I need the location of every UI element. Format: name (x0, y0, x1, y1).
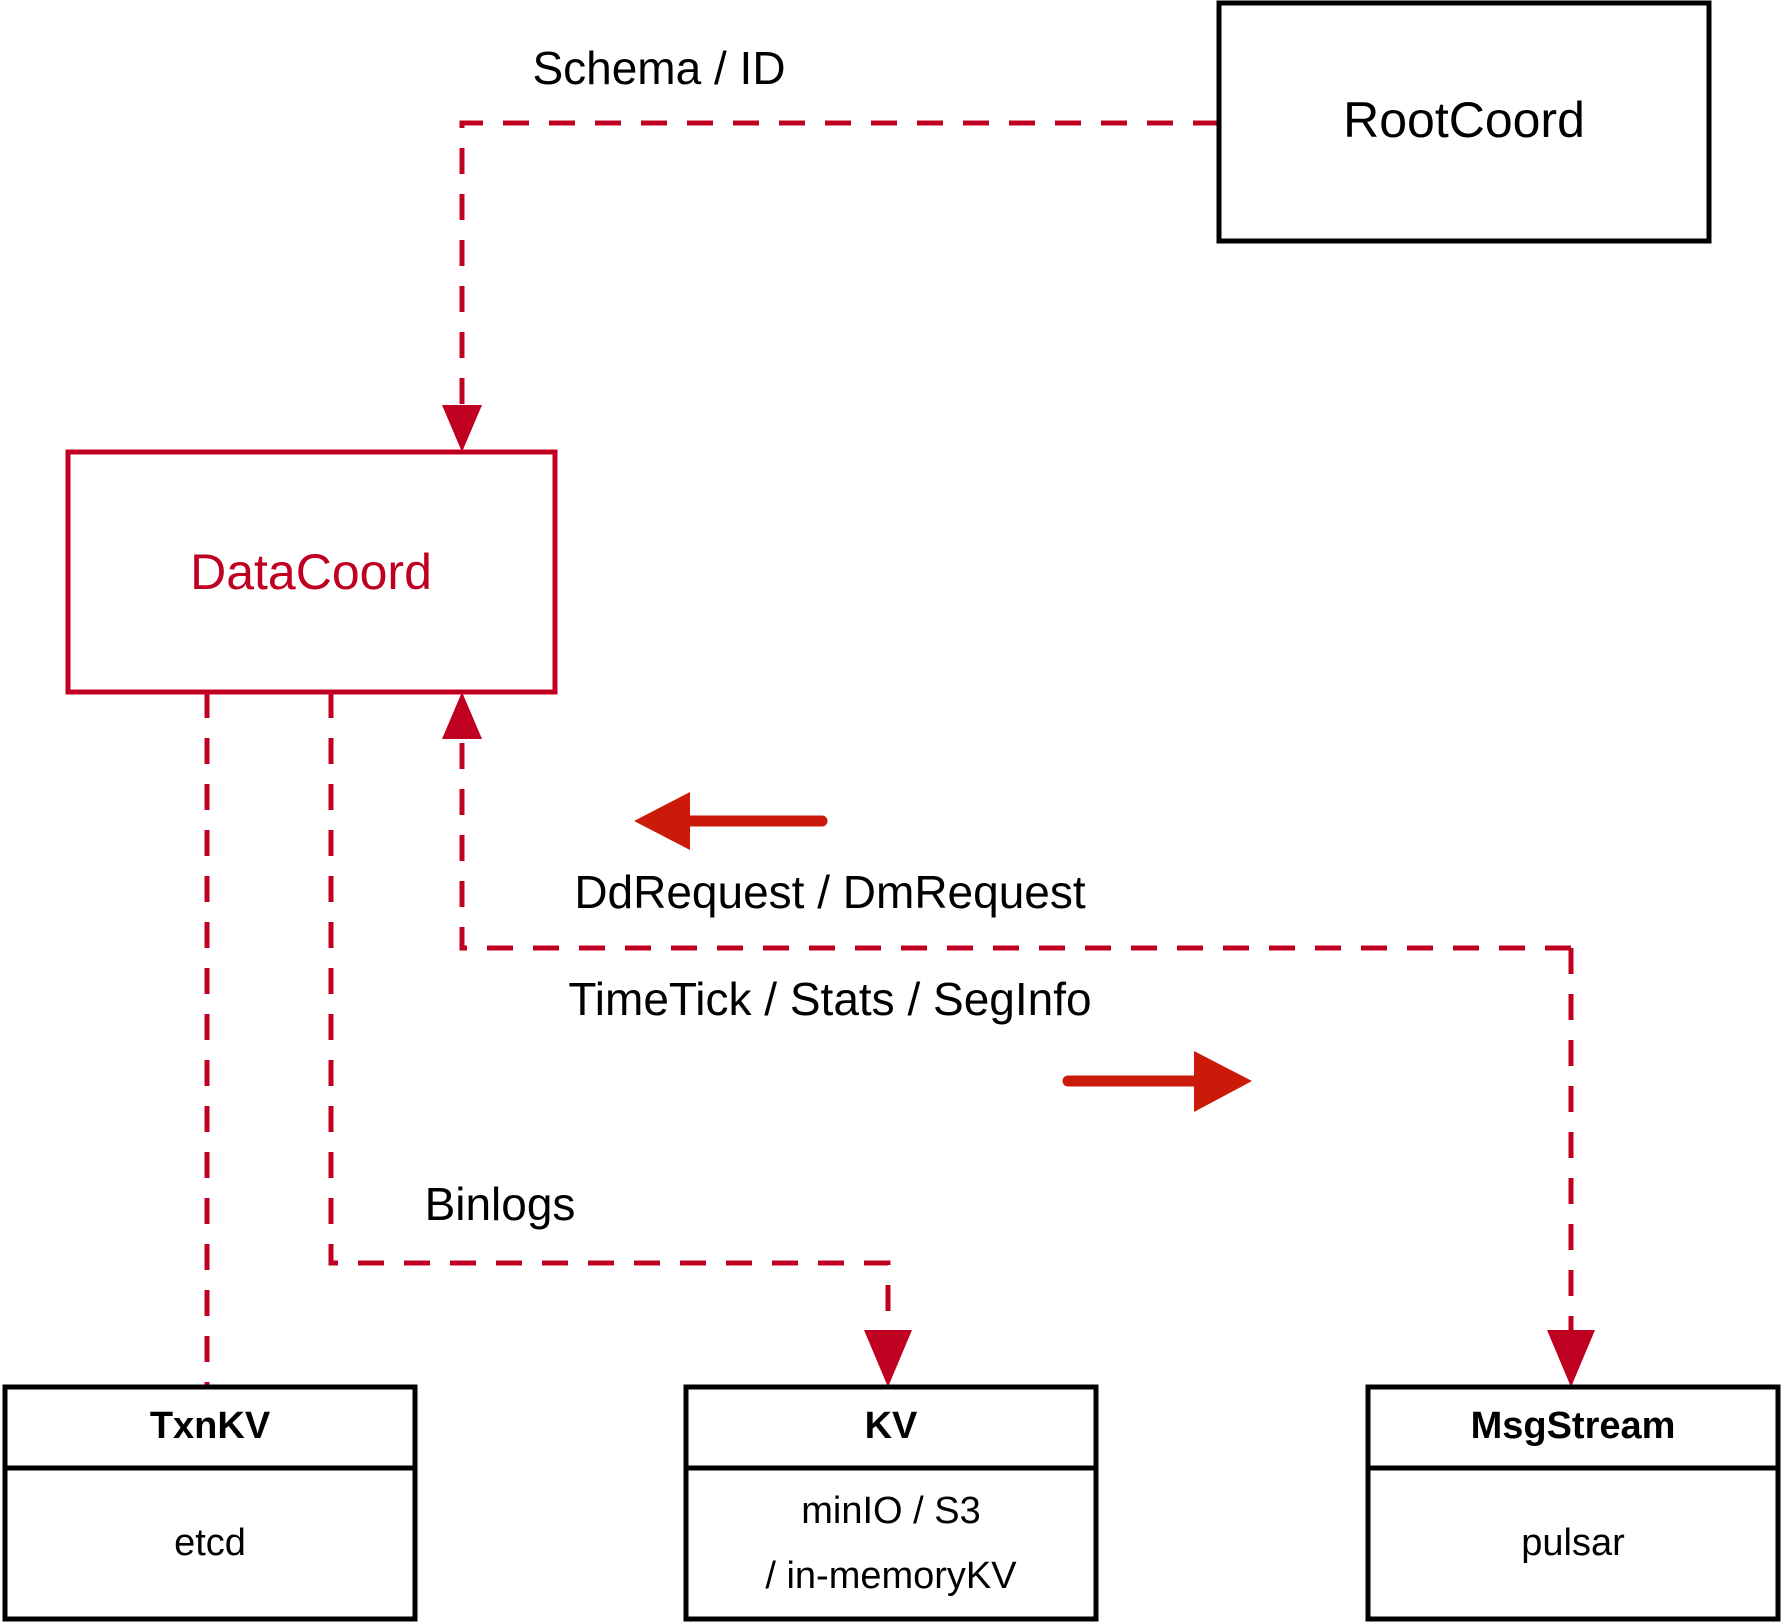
edge-msgstream-datacoord-path (459, 718, 1571, 951)
node-txnkv-title: TxnKV (150, 1405, 271, 1447)
node-kv[interactable]: KV minIO / S3 / in-memoryKV (683, 1384, 1099, 1622)
node-datacoord-label: DataCoord (190, 544, 432, 600)
node-rootcoord-label: RootCoord (1343, 92, 1585, 148)
node-kv-title: KV (865, 1405, 918, 1447)
node-txnkv-box[interactable] (2, 1384, 418, 1622)
node-msgstream[interactable]: MsgStream pulsar (1365, 1384, 1781, 1622)
node-msgstream-title: MsgStream (1471, 1405, 1676, 1447)
node-kv-box[interactable] (683, 1384, 1099, 1622)
direction-arrow-right-head (1194, 1051, 1252, 1112)
edge-datacoord-msgstream-arrowhead (1547, 1330, 1595, 1387)
node-datacoord[interactable]: DataCoord (65, 449, 558, 695)
edge-datacoord-kv (328, 692, 912, 1387)
edge-schema-id-path (459, 120, 1219, 425)
node-kv-sub-2: / in-memoryKV (765, 1555, 1017, 1597)
node-msgstream-sub-1: pulsar (1521, 1522, 1625, 1564)
direction-arrow-left-head (634, 792, 690, 850)
node-msgstream-box[interactable] (1365, 1384, 1781, 1622)
edge-schema-id-arrowhead (442, 405, 482, 452)
edge-schema-id (442, 120, 1219, 452)
node-datacoord-box[interactable] (65, 449, 558, 695)
direction-arrow-left (634, 792, 828, 850)
node-rootcoord[interactable]: RootCoord (1216, 0, 1712, 244)
edge-msgstream-datacoord (442, 692, 1595, 1387)
edge-label-timetick-stats-seginfo: TimeTick / Stats / SegInfo (568, 973, 1091, 1025)
node-txnkv-sub-1: etcd (174, 1522, 246, 1564)
edge-msgstream-datacoord-arrowhead (442, 692, 482, 739)
node-rootcoord-box[interactable] (1216, 0, 1712, 244)
edge-label-schema-id: Schema / ID (532, 42, 785, 94)
edge-label-binlogs: Binlogs (425, 1178, 576, 1230)
edge-label-dd-dm-request: DdRequest / DmRequest (574, 866, 1086, 918)
node-kv-sub-1: minIO / S3 (801, 1490, 981, 1532)
direction-arrow-right (1062, 1051, 1252, 1112)
edge-datacoord-kv-arrowhead (864, 1330, 912, 1387)
edge-datacoord-kv-path (328, 692, 891, 1352)
node-txnkv[interactable]: TxnKV etcd (2, 1384, 418, 1622)
